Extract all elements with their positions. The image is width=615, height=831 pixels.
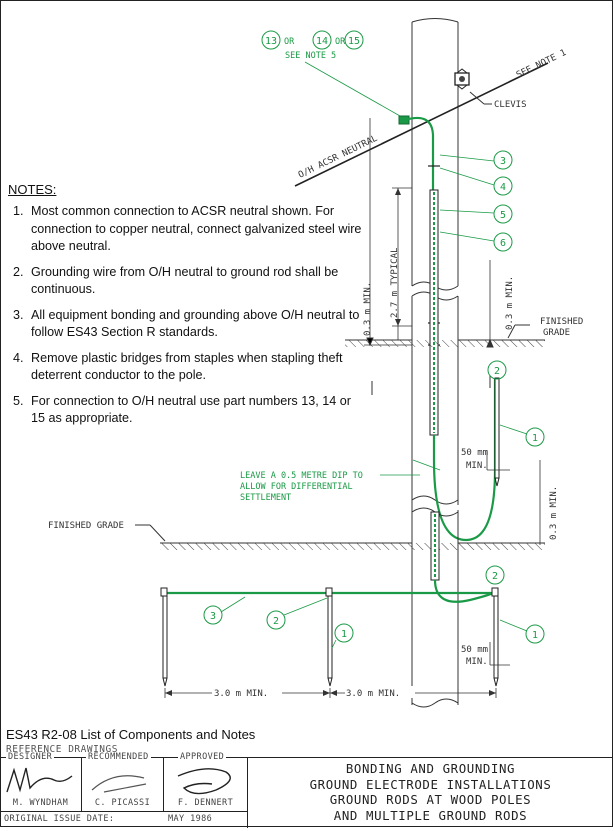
or-text-2: OR [335, 37, 346, 47]
see-note-5-label: SEE NOTE 5 [285, 51, 336, 61]
title-line-4: AND MULTIPLE GROUND RODS [333, 807, 528, 823]
designer-cell: DESIGNER M. WYNDHAM [0, 752, 82, 811]
clevis: CLEVIS [454, 68, 527, 110]
dip-note: LEAVE A 0.5 METRE DIP TO ALLOW FOR DIFFE… [240, 471, 420, 503]
finished-label-1: FINISHED [540, 317, 583, 327]
item-3-top: 3 [500, 156, 506, 167]
dip-note-line1: LEAVE A 0.5 METRE DIP TO [240, 471, 363, 481]
approved-name: F. DENNERT [177, 798, 234, 808]
neutral-label: O/H ACSR NEUTRAL [297, 134, 379, 181]
lower-right-dimension: 0.3 m MIN. [539, 460, 559, 545]
dim-03-upper: 0.3 m MIN. [363, 282, 373, 336]
item-1-upper: 1 [532, 433, 538, 444]
dim-27-typical: 2.7 m TYPICAL [390, 248, 400, 318]
recommended-signature [91, 775, 147, 793]
item-6: 6 [500, 238, 506, 249]
note-1: Most common connection to ACSR neutral s… [27, 203, 368, 256]
designer-signature [6, 767, 73, 793]
item-2-upper: 2 [494, 366, 500, 377]
lower-dimensions: 3.0 m MIN. 3.0 m MIN. 50 mm MIN. [164, 642, 510, 699]
approved-cell: APPROVED F. DENNERT [164, 752, 248, 811]
spacing-2: 3.0 m MIN. [346, 689, 400, 699]
recommended-name: C. PICASSI [94, 798, 151, 808]
lower-ground-rods [160, 587, 499, 687]
issue-date-value: MAY 1986 [168, 814, 213, 824]
item-2-lower-right: 2 [492, 571, 498, 582]
connector-callout: 13 OR 14 OR 15 SEE NOTE 5 [261, 30, 401, 117]
dip-note-line2: ALLOW FOR DIFFERENTIAL [240, 482, 353, 492]
issue-date-cell: ORIGINAL ISSUE DATE: MAY 1986 [0, 811, 248, 828]
designer-label: DESIGNER [6, 752, 55, 762]
notes-block: NOTES: Most common connection to ACSR ne… [8, 182, 368, 436]
note-5: For connection to O/H neutral use part n… [27, 393, 368, 428]
lower-callouts: 3 2 1 1 [203, 596, 545, 649]
dim-50mm-b: 50 mm [461, 645, 488, 655]
item-1-lower-right: 1 [532, 630, 538, 641]
designer-name: M. WYNDHAM [12, 798, 69, 808]
dip-note-line3: SETTLEMENT [240, 493, 291, 503]
lower-conductor: 2 [163, 511, 505, 603]
item-2-lower: 2 [273, 616, 279, 627]
reference-drawings: REFERENCE DRAWINGS [6, 744, 118, 755]
lower-grade: FINISHED GRADE [48, 507, 545, 708]
title-line-3: GROUND RODS AT WOOD POLES [329, 792, 532, 807]
upper-ground-rod: 2 1 50 mm MIN. [461, 360, 545, 487]
finished-grade-left-label: FINISHED GRADE [48, 521, 124, 531]
part-15: 15 [348, 36, 360, 47]
ground-wire-upper [398, 115, 497, 542]
title-line-1: BONDING AND GROUNDING [345, 761, 516, 776]
part-14: 14 [316, 36, 328, 47]
upper-dimensions: 0.3 m MIN. 2.7 m TYPICAL 0.3 m MIN. [363, 118, 515, 395]
upper-item-callouts: 3 4 5 6 [439, 150, 513, 252]
recommended-cell: RECOMMENDED C. PICASSI [82, 752, 164, 811]
title-line-2: GROUND ELECTRODE INSTALLATIONS [309, 776, 552, 792]
approved-label: APPROVED [178, 752, 227, 762]
note-3: All equipment bonding and grounding abov… [27, 307, 368, 342]
part-13: 13 [265, 36, 277, 47]
dim-50mm-a: 50 mm [461, 448, 488, 458]
drawing-caption: ES43 R2-08 List of Components and Notes … [6, 727, 255, 755]
approved-signature [177, 768, 231, 795]
or-text-1: OR [284, 37, 295, 47]
notes-heading: NOTES: [8, 182, 57, 197]
finished-grade-upper: FINISHED GRADE [345, 317, 583, 347]
spacing-1: 3.0 m MIN. [214, 689, 268, 699]
dim-03-lower: 0.3 m MIN. [549, 486, 559, 540]
note-4: Remove plastic bridges from staples when… [27, 350, 368, 385]
neutral-conductor: O/H ACSR NEUTRAL SEE NOTE 1 [294, 48, 568, 187]
title-block: DESIGNER M. WYNDHAM RECOMMENDED C. PICAS… [0, 752, 613, 828]
note-2: Grounding wire from O/H neutral to groun… [27, 264, 368, 299]
caption-main: ES43 R2-08 List of Components and Notes [6, 727, 256, 742]
item-1-lower-mid: 1 [341, 629, 347, 640]
recommended-label: RECOMMENDED [86, 752, 151, 762]
dim-03-right: 0.3 m MIN. [505, 276, 515, 330]
item-3-lower: 3 [210, 611, 216, 622]
upper-pole [411, 18, 459, 530]
item-5: 5 [500, 210, 506, 221]
see-note-1-label: SEE NOTE 1 [515, 48, 568, 81]
issue-date-label: ORIGINAL ISSUE DATE: [4, 814, 115, 824]
clevis-label: CLEVIS [494, 100, 527, 110]
item-4: 4 [500, 182, 506, 193]
drawing-title: BONDING AND GROUNDING GROUND ELECTRODE I… [248, 758, 613, 831]
dim-min-a: MIN. [466, 461, 488, 471]
finished-label-2: GRADE [543, 328, 570, 338]
dim-min-b: MIN. [466, 657, 488, 667]
